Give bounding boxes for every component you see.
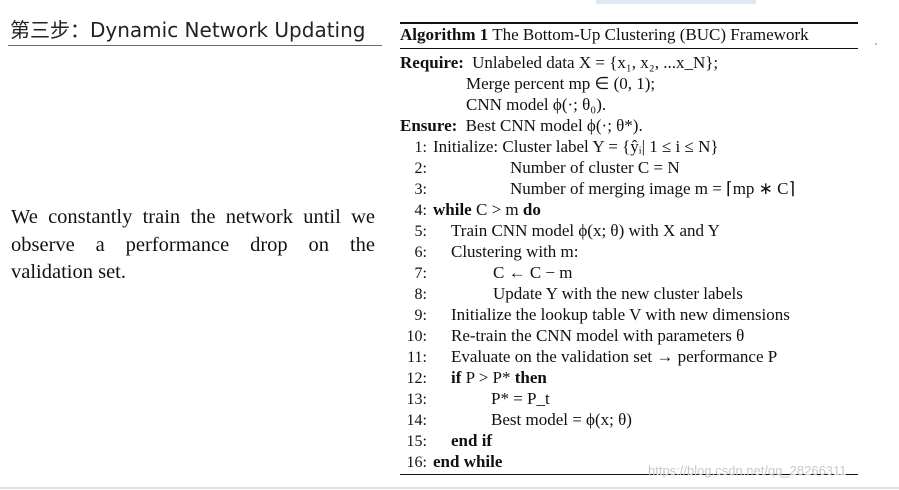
require-keyword: Require: — [400, 53, 464, 72]
require-line: Require: Unlabeled data X = {x₁, x₂, ...… — [400, 52, 718, 73]
algorithm-step: 9:Initialize the lookup table V with new… — [414, 305, 790, 324]
ensure-line: Ensure: Best CNN model ϕ(·; θ*). — [400, 115, 643, 136]
algorithm-step: 6:Clustering with m: — [414, 242, 579, 261]
algorithm-step: 7:C ← C − m — [414, 263, 573, 282]
algorithm-step: 3:Number of merging image m = ⌈mp ∗ C⌉ — [414, 179, 796, 198]
require-line: Merge percent mp ∈ (0, 1); — [466, 74, 656, 93]
algorithm-step: 8:Update Y with the new cluster labels — [414, 284, 743, 303]
algorithm-caption-text: The Bottom-Up Clustering (BUC) Framework — [492, 25, 809, 44]
algorithm-step: 5:Train CNN model ϕ(x; θ) with X and Y — [414, 221, 720, 240]
algorithm-step: 11:Evaluate on the validation set → perf… — [407, 347, 778, 366]
algorithm-step: 10:Re-train the CNN model with parameter… — [406, 326, 745, 345]
algorithm-step: 12:if P > P* then — [406, 368, 547, 387]
algorithm-step: 13:P* = P_t — [406, 389, 550, 408]
algorithm-caption: Algorithm 1 The Bottom-Up Clustering (BU… — [400, 25, 809, 45]
algorithm-bottom-rule — [400, 474, 858, 475]
algorithm-step: 14:Best model = ϕ(x; θ) — [406, 410, 632, 429]
require-line: CNN model ϕ(·; θ₀). — [466, 95, 607, 114]
margin-dot — [875, 43, 877, 45]
require-text: Unlabeled data X = {x₁, x₂, ...x_N}; — [472, 53, 719, 72]
bottom-rule — [0, 487, 899, 489]
top-strip — [596, 0, 756, 4]
algorithm-caption-rule — [400, 48, 858, 49]
algorithm-top-rule — [400, 22, 858, 24]
algorithm-step: 4:while C > m do — [414, 200, 541, 219]
watermark-text: https://blog.csdn.net/qq_28266311 — [648, 463, 847, 478]
algorithm-label: Algorithm 1 — [400, 25, 489, 44]
slide-title: 第三步：Dynamic Network Updating — [10, 18, 366, 42]
title-underline — [8, 45, 382, 46]
ensure-text: Best CNN model ϕ(·; θ*). — [465, 116, 643, 135]
algorithm-step: 16:end while — [406, 452, 503, 471]
algorithm-step: 2:Number of cluster C = N — [414, 158, 680, 177]
ensure-keyword: Ensure: — [400, 116, 458, 135]
description-text: We constantly train the network until we… — [11, 206, 375, 283]
algorithm-step: 1:Initialize: Cluster label Y = {ŷᵢ| 1 ≤… — [414, 137, 719, 156]
algorithm-step: 15:end if — [406, 431, 493, 450]
